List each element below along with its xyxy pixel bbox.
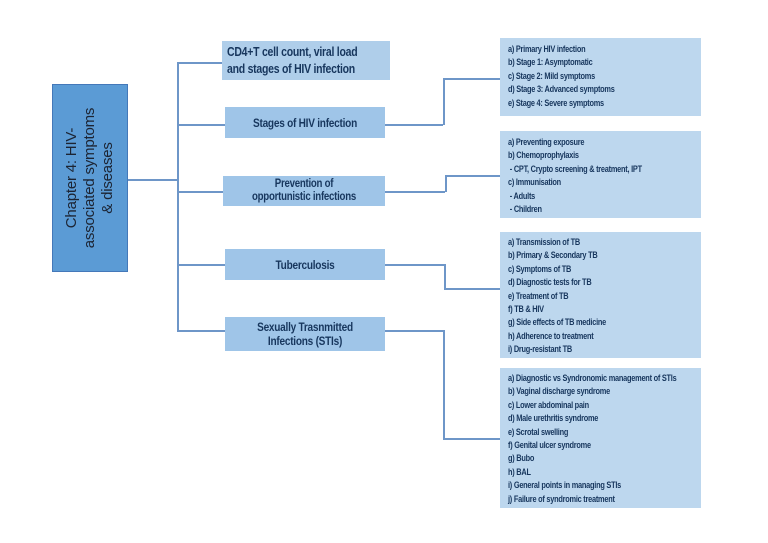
connector-prevention-out: [385, 191, 445, 193]
connector-branch-stages: [177, 124, 225, 126]
connector-prevention-riser: [445, 175, 447, 192]
detail-box-stages-of-hiv: a) Primary HIV infection b) Stage 1: Asym…: [500, 38, 701, 116]
detail-list-item: e) Scrotal swelling: [508, 426, 569, 437]
detail-list-item: a) Preventing exposure: [508, 137, 585, 147]
detail-list-item: e) Stage 4: Severe symptoms: [508, 97, 604, 108]
detail-box-prevention-oi: a) Preventing exposure b) Chemoprophylaxi…: [500, 131, 701, 218]
connector-branch-stis: [177, 330, 225, 332]
connector-stages-riser: [443, 78, 445, 125]
detail-list-item: b) Stage 1: Asymptomatic: [508, 57, 593, 68]
root-label-line: Chapter 4: HIV-: [63, 127, 80, 229]
node-label-line: Prevention of: [274, 177, 334, 190]
node-label-line: Stages of HIV infection: [252, 115, 357, 130]
node-label-line: opportunistic infections: [252, 191, 356, 203]
connector-trunk: [177, 62, 179, 330]
detail-list-item: b) Primary & Secondary TB: [508, 250, 598, 261]
root-label-line: associated symptoms: [81, 107, 98, 249]
detail-list-item: j) Failure of syndromic treatment: [508, 493, 615, 504]
detail-list-item: a) Transmission of TB: [508, 237, 580, 247]
detail-list-item: a) Primary HIV infection: [508, 44, 586, 54]
connector-stis-riser: [443, 330, 445, 439]
node-label-line: CD4+T cell count, viral load: [227, 44, 358, 59]
branch-node-tuberculosis: Tuberculosis: [225, 249, 385, 280]
detail-list-item: c) Symptoms of TB: [508, 263, 572, 274]
node-label-line: Tuberculosis: [275, 257, 335, 272]
detail-list-item: f) TB & HIV: [508, 304, 544, 315]
detail-list-item: h) Adherence to treatment: [508, 330, 594, 341]
detail-list-item: b) Vaginal discharge syndrome: [508, 386, 610, 397]
node-label-line: Sexually Trasnmitted: [257, 320, 353, 334]
detail-list-item: g) Side effects of TB medicine: [508, 317, 607, 328]
connector-branch-prevention: [177, 191, 223, 193]
connector-stis-out: [385, 330, 443, 332]
detail-list-item: d) Diagnostic tests for TB: [508, 277, 592, 288]
detail-list-item: - Adults: [508, 190, 536, 201]
connector-tuberculosis-riser: [444, 264, 446, 289]
detail-list-item: d) Male urethritis syndrome: [508, 413, 599, 424]
detail-list-item: c) Stage 2: Mild symptoms: [508, 70, 595, 81]
detail-list-item: c) Immunisation: [508, 177, 561, 188]
branch-node-cd4-viral-load: CD4+T cell count, viral load and stages o…: [222, 41, 390, 80]
connector-stages-in: [443, 78, 500, 80]
detail-list-item: e) Treatment of TB: [508, 290, 569, 301]
connector-prevention-in: [445, 175, 500, 177]
branch-node-stages-of-hiv: Stages of HIV infection: [225, 107, 385, 138]
connector-stages-out: [385, 124, 443, 126]
detail-list-item: - CPT, Crypto screening & treatment, IPT: [508, 163, 642, 174]
connector-stis-in: [443, 438, 500, 440]
detail-list-item: f) Genital ulcer syndrome: [508, 440, 591, 451]
root-node-chapter4: Chapter 4: HIV-associated symptoms& dise…: [52, 84, 128, 272]
root-node-label: Chapter 4: HIV-associated symptoms& dise…: [52, 84, 128, 272]
detail-list-item: - Children: [508, 204, 542, 215]
detail-box-tuberculosis: a) Transmission of TB b) Primary & Second…: [500, 232, 701, 358]
connector-tuberculosis-in: [444, 288, 500, 290]
detail-list-item: a) Diagnostic vs Syndronomic management …: [508, 373, 677, 383]
detail-list-item: d) Stage 3: Advanced symptoms: [508, 84, 615, 95]
detail-list-item: i) Drug-resistant TB: [508, 344, 572, 355]
connector-branch-tuberculosis: [177, 264, 225, 266]
detail-list-item: b) Chemoprophylaxis: [508, 150, 579, 161]
root-label-line: & diseases: [99, 142, 116, 214]
connector-root-to-trunk: [128, 179, 177, 181]
connector-tuberculosis-out: [385, 264, 444, 266]
node-label-line: Infections (STIs): [267, 334, 343, 348]
node-label-line: and stages of HIV infection: [227, 61, 355, 76]
detail-box-stis: a) Diagnostic vs Syndronomic management …: [500, 368, 701, 508]
detail-list-item: c) Lower abdominal pain: [508, 399, 589, 410]
connector-branch-cd4: [177, 62, 222, 64]
detail-list-item: g) Bubo: [508, 453, 535, 464]
detail-list-item: i) General points in managing STIs: [508, 480, 622, 491]
detail-list-item: h) BAL: [508, 466, 531, 477]
